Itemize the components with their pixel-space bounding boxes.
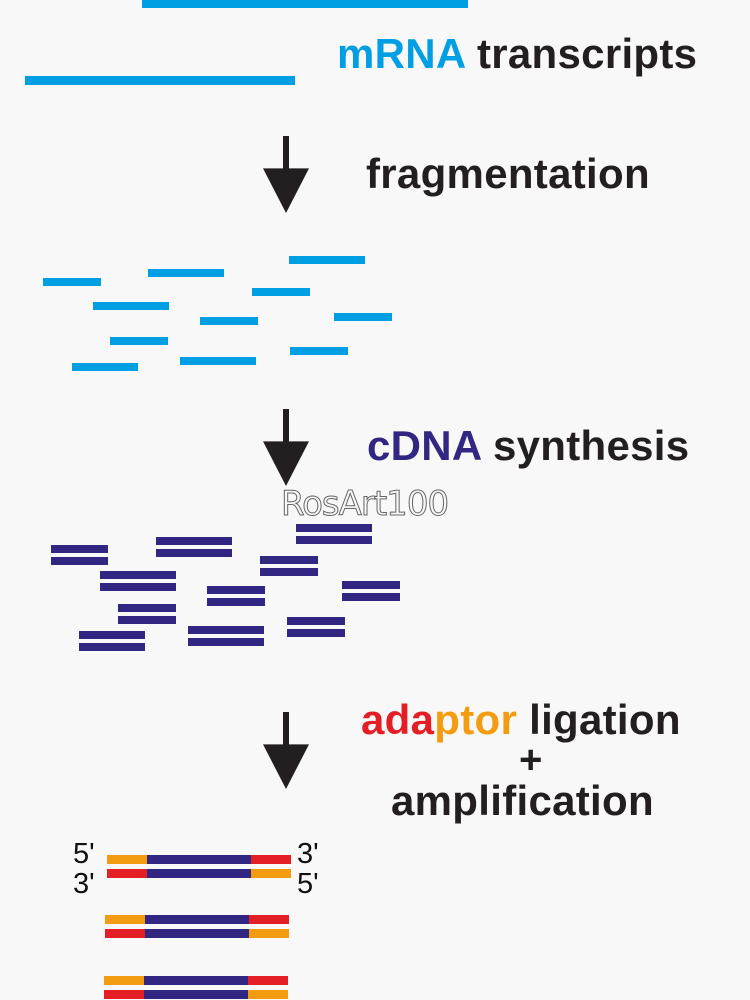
insert-strand-bottom — [145, 929, 249, 938]
insert-strand-top — [147, 855, 251, 864]
arrow-down-icon — [263, 136, 309, 213]
insert-strand-bottom — [147, 869, 251, 878]
cdna-strand-bottom — [260, 568, 318, 576]
watermark: RosArt100 — [280, 484, 449, 525]
adaptor-5prime — [107, 855, 147, 864]
adaptor-3prime — [251, 855, 291, 864]
cdna-strand-bottom — [100, 583, 176, 591]
cdna-strand-top — [156, 537, 232, 545]
cdna-strand-bottom — [342, 593, 400, 601]
label-fragmentation-text: fragmentation — [366, 150, 650, 197]
cdna-strand-top — [51, 545, 108, 553]
label-adaptor-ligation: adaptor ligation — [361, 696, 681, 744]
mrna-transcript — [142, 0, 468, 8]
adaptor-3prime — [104, 990, 144, 999]
mrna-fragment — [252, 288, 310, 296]
label-cdna-synthesis: cDNA synthesis — [367, 422, 689, 470]
adaptor-3prime — [107, 869, 147, 878]
label-synthesis: synthesis — [481, 422, 690, 469]
label-ptor: ptor — [434, 696, 518, 743]
cdna-strand-bottom — [207, 598, 265, 606]
label-5prime-bottom-right: 5' — [297, 868, 319, 900]
label-plus: + — [519, 738, 543, 782]
cdna-strand-bottom — [51, 557, 108, 565]
cdna-strand-top — [296, 524, 372, 532]
mrna-fragment — [289, 256, 365, 264]
arrow-down-icon — [263, 409, 309, 486]
mrna-fragment — [290, 347, 348, 355]
label-5prime-top-left: 5' — [73, 838, 95, 870]
mrna-fragment — [43, 278, 101, 286]
adaptor-5prime — [104, 976, 144, 985]
mrna-fragment — [93, 302, 169, 310]
adaptor-5prime — [105, 915, 145, 924]
label-fragmentation: fragmentation — [366, 150, 650, 198]
cdna-strand-top — [188, 626, 264, 634]
label-amplification: amplification — [391, 777, 654, 824]
cdna-strand-top — [260, 556, 318, 564]
mrna-fragment — [110, 337, 168, 345]
cdna-strand-top — [79, 631, 145, 639]
insert-strand-top — [145, 915, 249, 924]
cdna-strand-top — [100, 571, 176, 579]
cdna-strand-top — [342, 581, 400, 589]
adaptor-5prime — [249, 929, 289, 938]
adaptor-5prime — [248, 990, 288, 999]
cdna-strand-bottom — [188, 638, 264, 646]
cdna-strand-top — [287, 617, 345, 625]
arrow-down-icon — [263, 712, 309, 789]
mrna-fragment — [334, 313, 392, 321]
label-transcripts: transcripts — [464, 30, 698, 77]
insert-strand-bottom — [144, 990, 248, 999]
mrna-fragment — [180, 357, 256, 365]
adaptor-5prime — [251, 869, 291, 878]
cdna-strand-bottom — [118, 616, 176, 624]
label-mrna-transcripts: mRNA transcripts — [337, 30, 697, 78]
mrna-fragment — [148, 269, 224, 277]
mrna-fragment — [72, 363, 138, 371]
mrna-transcript — [25, 76, 295, 85]
cdna-strand-bottom — [287, 629, 345, 637]
adaptor-3prime — [248, 976, 288, 985]
label-ada: ada — [361, 696, 435, 743]
label-ligation: ligation — [517, 696, 681, 743]
label-3prime-top-right: 3' — [297, 838, 319, 870]
label-3prime-bottom-left: 3' — [73, 868, 95, 900]
adaptor-3prime — [249, 915, 289, 924]
label-cdna: cDNA — [367, 422, 481, 469]
cdna-strand-bottom — [156, 549, 232, 557]
cdna-strand-bottom — [296, 536, 372, 544]
label-mrna: mRNA — [337, 30, 465, 77]
insert-strand-top — [144, 976, 248, 985]
cdna-strand-bottom — [79, 643, 145, 651]
cdna-strand-top — [118, 604, 176, 612]
adaptor-3prime — [105, 929, 145, 938]
mrna-fragment — [200, 317, 258, 325]
cdna-strand-top — [207, 586, 265, 594]
